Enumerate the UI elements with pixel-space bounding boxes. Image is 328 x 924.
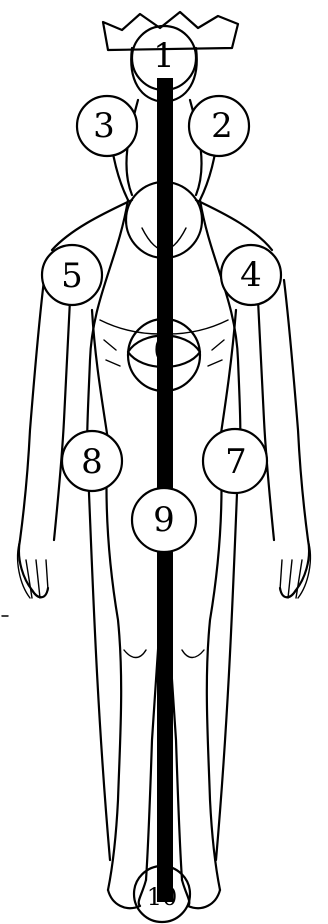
central-channel-overlay-mid — [157, 258, 173, 488]
central-channel-overlay-upper — [157, 90, 173, 216]
point-9-label: 9 — [153, 500, 175, 540]
point-10-label: 10 — [147, 883, 178, 911]
point-6-label: 6 — [153, 330, 175, 370]
right-arm-outline — [258, 280, 309, 597]
point-5-label: 5 — [61, 256, 83, 296]
point-1-label: 1 — [153, 36, 175, 76]
point-4-label: 4 — [240, 255, 262, 295]
point-3-label: 3 — [93, 106, 115, 146]
point-7-label: 7 — [225, 442, 247, 482]
point-8-label: 8 — [81, 442, 103, 482]
central-channel-overlay-lower — [157, 552, 173, 882]
left-arm-outline — [19, 280, 70, 597]
point-2-label: 2 — [211, 106, 233, 146]
